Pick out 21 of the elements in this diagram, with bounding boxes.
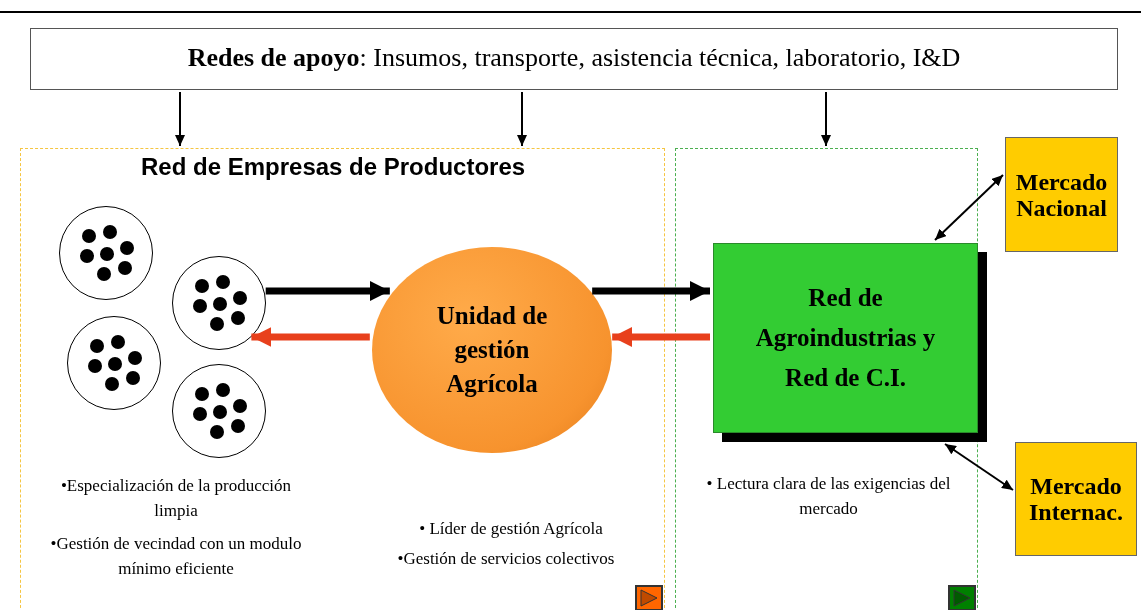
arrow xyxy=(265,281,390,301)
bullet-text: •Gestión de vecindad con un modulo mínimo eficiente xyxy=(49,533,303,580)
arrow xyxy=(821,91,831,147)
dashed-region xyxy=(20,148,665,610)
bullet-text: •Especialización de la producción limpia xyxy=(59,475,293,522)
region-title: Red de Empresas de Productores xyxy=(141,153,526,181)
arrow xyxy=(517,91,527,147)
arrow xyxy=(934,174,1004,241)
bullet-text: • Lectura clara de las exigencias del mercado xyxy=(705,473,952,520)
market-box xyxy=(1005,137,1118,252)
bullet-text: •Gestión de servicios colectivos xyxy=(396,548,616,570)
bullet-text: • Líder de gestión Agrícola xyxy=(418,518,604,540)
box-text: Redes de apoyo: Insumos, transporte, asistencia técnica, laboratorio, I&D xyxy=(186,43,962,73)
arrow xyxy=(944,443,1014,491)
node-label: Red de Agroindustrias y Red de C.I. xyxy=(754,283,937,393)
support-network-box xyxy=(30,28,1118,90)
node-label: Unidad de gestión Agrícola xyxy=(435,301,549,399)
arrow xyxy=(175,91,185,147)
market-label: Mercado Internac. xyxy=(1028,473,1124,525)
market-label: Mercado Nacional xyxy=(1014,168,1109,221)
market-box xyxy=(1015,442,1137,556)
